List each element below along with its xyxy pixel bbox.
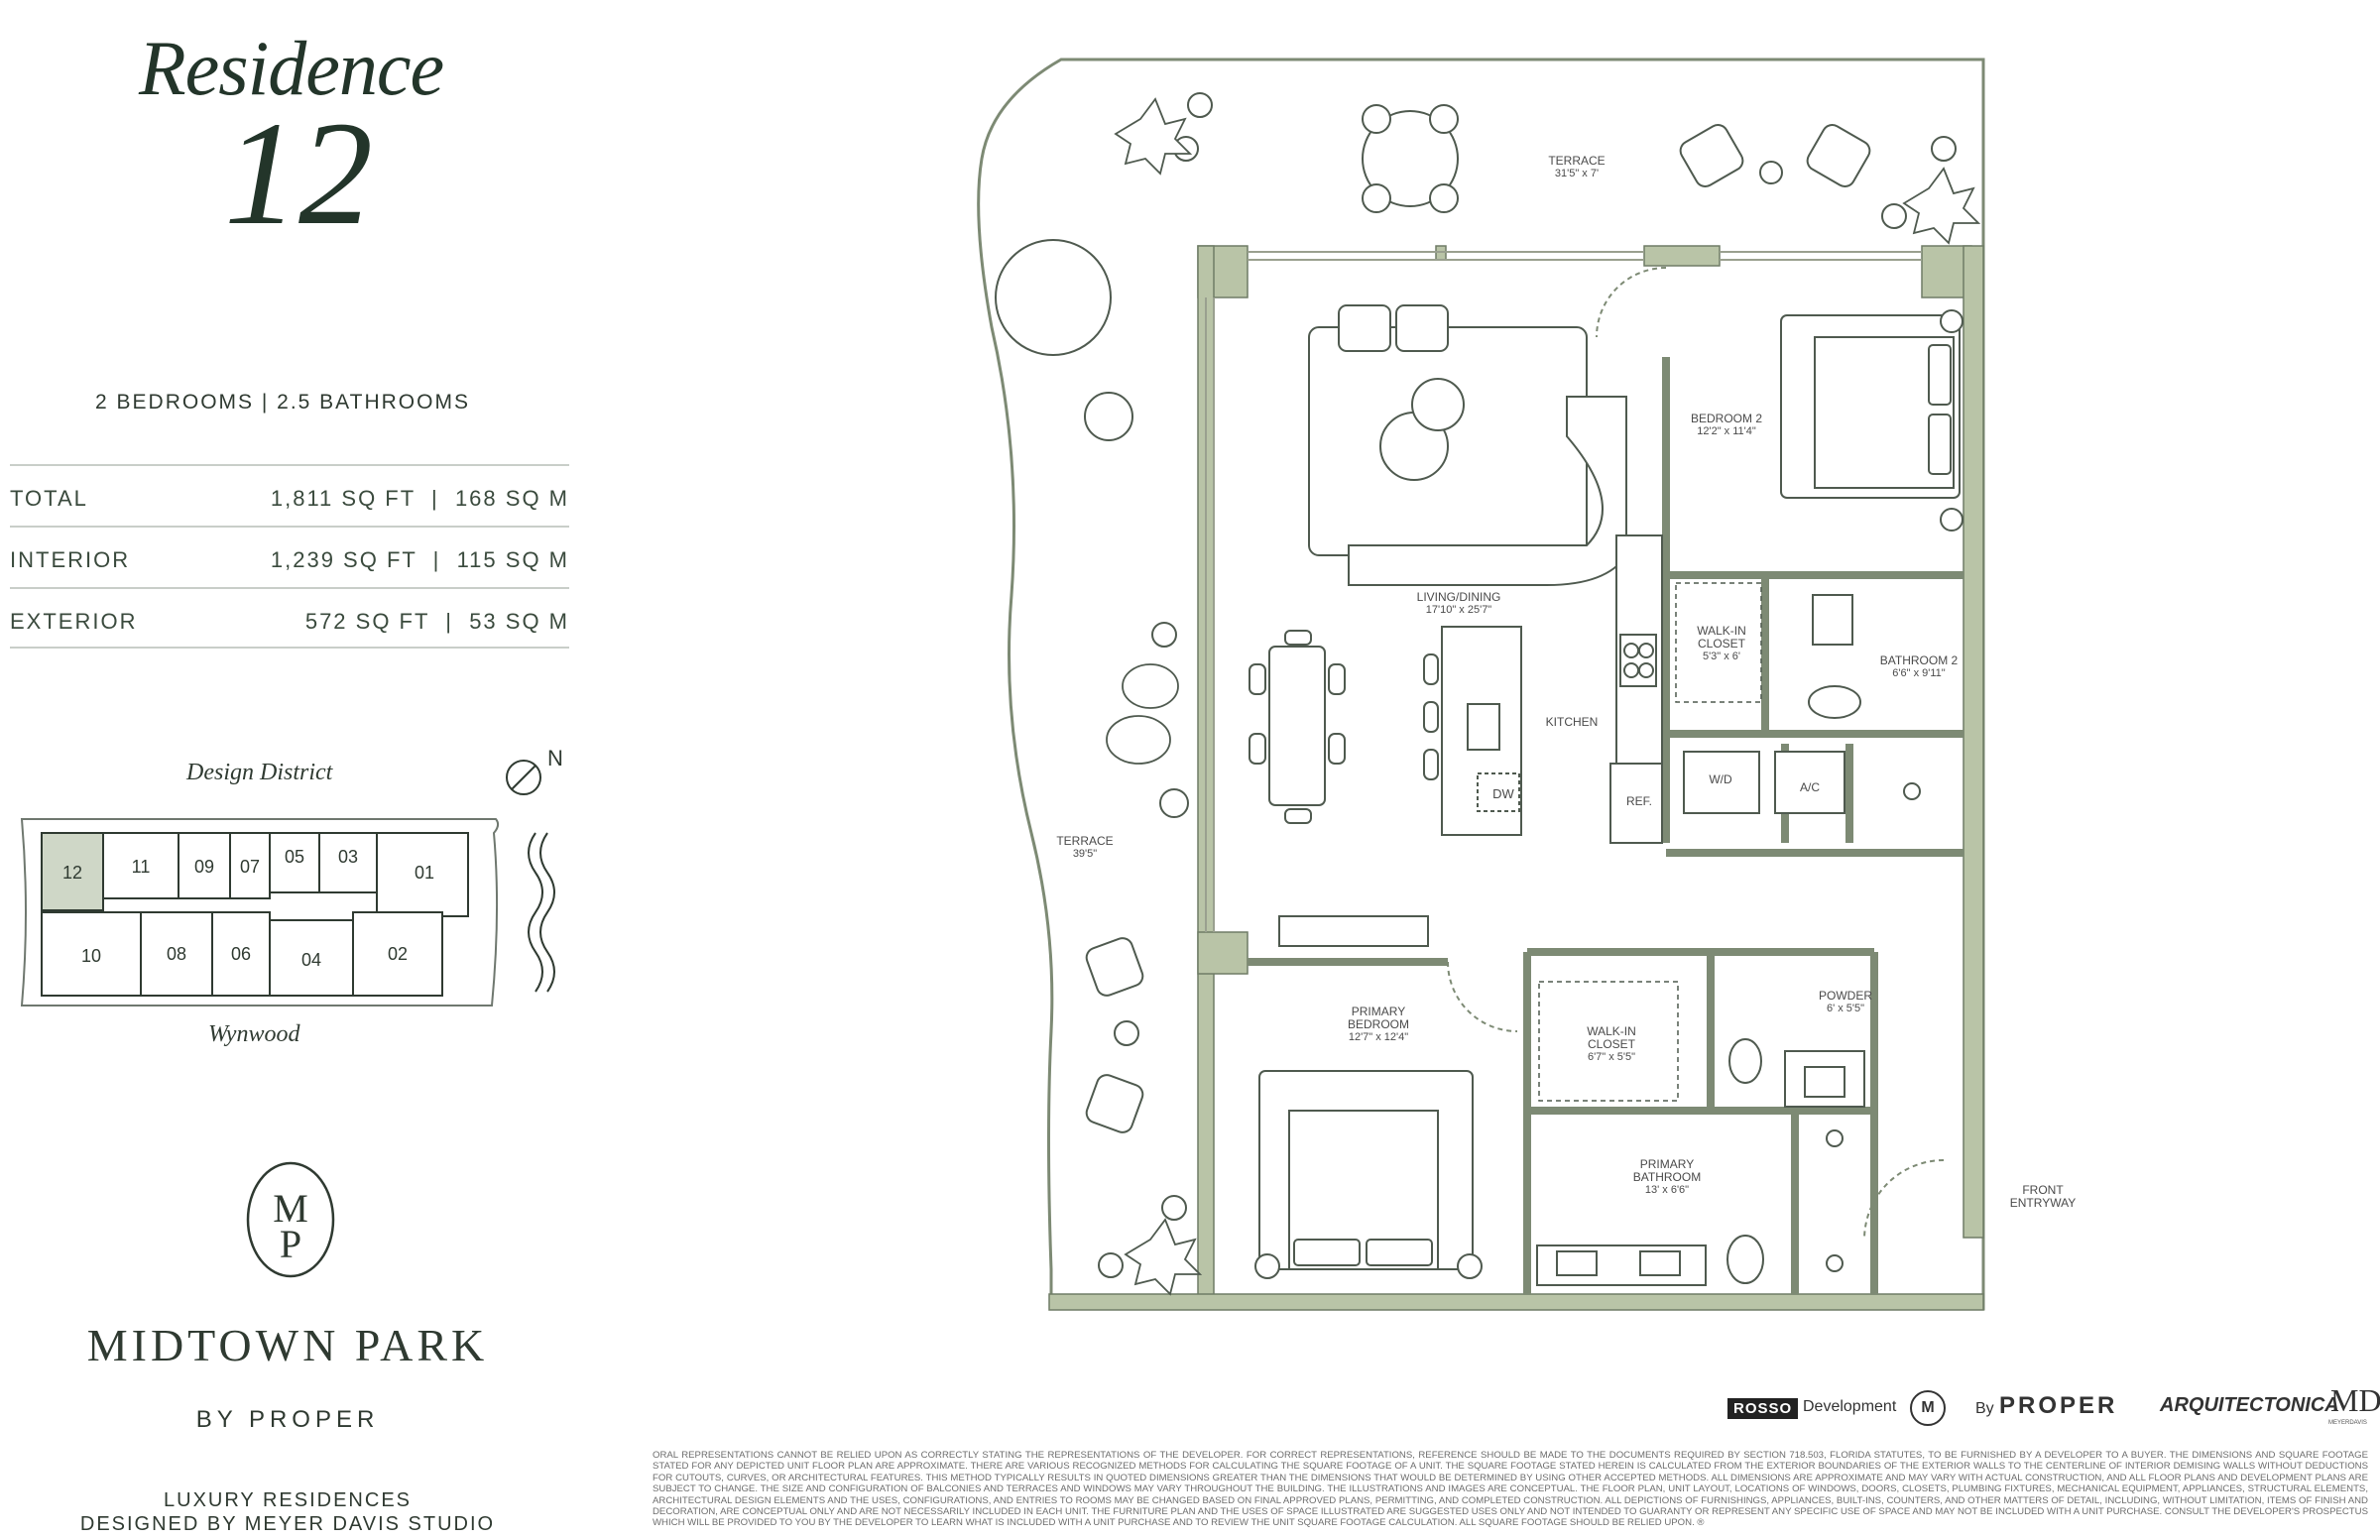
unit-12 — [41, 832, 104, 911]
kitchen-island — [1423, 534, 1663, 844]
terrace-furniture — [995, 92, 1957, 1278]
spec-label: TOTAL — [10, 486, 88, 511]
living-furniture — [1308, 304, 1627, 586]
interior-walls — [1248, 357, 1964, 1294]
rosso-development-text: Development — [1803, 1398, 1897, 1415]
keyplan-diagram: N 12 11 09 07 05 03 01 10 08 06 04 02 — [20, 746, 563, 1007]
exterior-walls — [1048, 245, 1984, 1311]
midtown-park-monogram-icon: M P — [246, 1161, 335, 1278]
canal-wave — [539, 832, 555, 993]
unit-03 — [318, 832, 378, 893]
unit-06 — [211, 911, 271, 997]
room-kitchen: KITCHEN — [1545, 715, 1599, 729]
unit-label: 09 — [194, 857, 214, 877]
spec-label: INTERIOR — [10, 547, 131, 572]
floor-plan — [977, 58, 1985, 1311]
unit-05 — [269, 832, 320, 893]
north-label: N — [547, 746, 563, 770]
north-compass-icon — [506, 760, 541, 795]
spec-row-interior: INTERIOR 1,239 SQ FT | 115 SQ M — [10, 526, 569, 589]
unit-08 — [140, 911, 213, 997]
spec-divider — [10, 647, 569, 649]
closet-rods — [1538, 582, 1762, 1102]
meyer-davis-logo: MD — [2330, 1382, 2380, 1418]
bedroom2-bed — [1780, 309, 1964, 532]
by-text: By — [1975, 1400, 1994, 1417]
meyer-davis-sub: MEYERDAVIS — [2328, 1420, 2367, 1426]
unit-label: 06 — [231, 944, 251, 964]
bathroom2-fixtures — [1683, 594, 1921, 814]
spec-value: 1,811 SQ FT | 168 SQ M — [270, 486, 569, 511]
canal-wave — [528, 832, 543, 993]
brand-tagline: LUXURY RESIDENCES — [164, 1489, 412, 1511]
bed-bath-summary: 2 BEDROOMS | 2.5 BATHROOMS — [95, 391, 470, 414]
unit-09 — [178, 832, 231, 899]
spec-row-total: TOTAL 1,811 SQ FT | 168 SQ M — [10, 464, 569, 528]
unit-02 — [352, 911, 443, 997]
unit-11 — [102, 832, 179, 899]
label-wd: W/D — [1709, 772, 1732, 786]
window-glazing — [1205, 251, 1922, 932]
svg-text:M: M — [273, 1186, 308, 1231]
unit-label: 03 — [338, 847, 358, 867]
legal-disclaimer: ORAL REPRESENTATIONS CANNOT BE RELIED UP… — [653, 1450, 2368, 1529]
primary-bed — [1254, 915, 1483, 1279]
unit-label: 02 — [388, 944, 408, 964]
brand-name: MIDTOWN PARK — [86, 1320, 489, 1370]
unit-label: 05 — [285, 847, 304, 867]
label-ref: REF. — [1625, 794, 1652, 808]
spec-value: 572 SQ FT | 53 SQ M — [304, 609, 569, 634]
m-badge-icon: M — [1910, 1390, 1946, 1426]
unit-label: 12 — [62, 863, 82, 883]
unit-07 — [229, 832, 271, 899]
plant-icon — [1106, 97, 1981, 1296]
label-dw: DW — [1492, 786, 1514, 801]
svg-text:P: P — [280, 1222, 301, 1266]
arquitectonica-logo: ARQUITECTONICA — [2160, 1394, 2339, 1416]
unit-label: 08 — [167, 944, 186, 964]
label-ac: A/C — [1799, 780, 1820, 794]
spec-row-exterior: EXTERIOR 572 SQ FT | 53 SQ M — [10, 587, 569, 651]
rosso-logo: ROSSO — [1727, 1398, 1799, 1419]
keyplan-top-label: Design District — [186, 760, 333, 785]
unit-10 — [41, 911, 142, 997]
keyplan-bottom-label: Wynwood — [208, 1021, 300, 1047]
keyplan-outline — [20, 818, 500, 1007]
room-front-entryway: FRONT ENTRYWAY — [2009, 1183, 2077, 1210]
brand-tagline: DESIGNED BY MEYER DAVIS STUDIO — [79, 1513, 496, 1535]
spec-value: 1,239 SQ FT | 115 SQ M — [270, 547, 569, 572]
unit-label: 07 — [240, 857, 260, 877]
unit-label: 04 — [301, 950, 321, 970]
proper-logo: PROPER — [1999, 1392, 2118, 1419]
unit-label: 01 — [415, 863, 434, 883]
residence-title: Residence — [139, 25, 444, 111]
dining-table — [1249, 630, 1346, 824]
unit-01 — [376, 832, 469, 917]
door-swings — [1447, 267, 1945, 1241]
primary-bath-fixtures — [1536, 1038, 1865, 1286]
unit-label: 10 — [81, 946, 101, 966]
residence-number: 12 — [224, 91, 373, 256]
unit-label: 11 — [132, 857, 151, 877]
spec-label: EXTERIOR — [10, 609, 138, 634]
brand-by-proper: BY PROPER — [195, 1406, 380, 1433]
